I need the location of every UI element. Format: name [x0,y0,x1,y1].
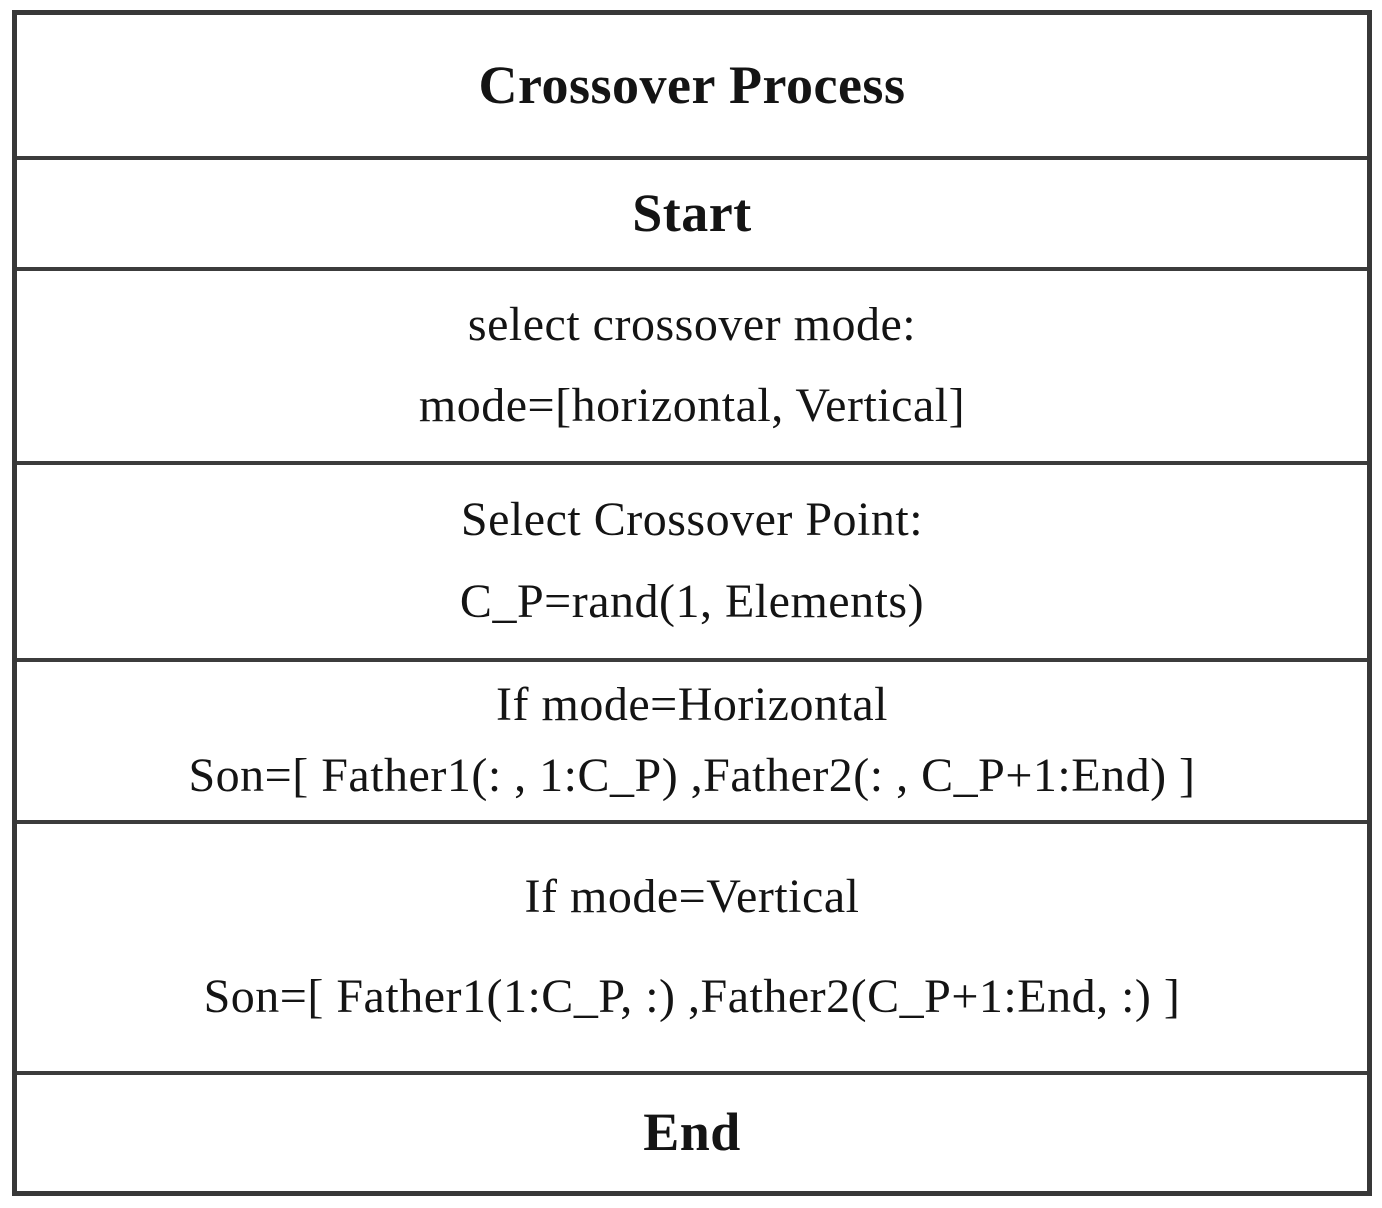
select-mode-formula: mode=[horizontal, Vertical] [418,379,966,433]
select-point-row: Select Crossover Point: C_P=rand(1, Elem… [17,461,1367,658]
horizontal-formula: Son=[ Father1(: , 1:C_P) ,Father2(: , C_… [188,748,1196,802]
horizontal-branch-row: If mode=Horizontal Son=[ Father1(: , 1:C… [17,658,1367,820]
horizontal-condition: If mode=Horizontal [496,678,888,732]
start-label: Start [632,182,752,243]
crossover-process-table: Crossover Process Start select crossover… [12,10,1372,1196]
select-point-caption: Select Crossover Point: [460,493,924,547]
table-title: Crossover Process [478,54,906,115]
vertical-branch-row: If mode=Vertical Son=[ Father1(1:C_P, :)… [17,820,1367,1071]
start-row: Start [17,156,1367,267]
vertical-formula: Son=[ Father1(1:C_P, :) ,Father2(C_P+1:E… [203,970,1181,1024]
vertical-condition: If mode=Vertical [524,870,860,924]
end-label: End [643,1102,741,1163]
select-mode-caption: select crossover mode: [467,298,917,352]
end-row: End [17,1071,1367,1191]
select-mode-row: select crossover mode: mode=[horizontal,… [17,267,1367,461]
select-point-formula: C_P=rand(1, Elements) [459,575,925,629]
title-row: Crossover Process [17,15,1367,156]
